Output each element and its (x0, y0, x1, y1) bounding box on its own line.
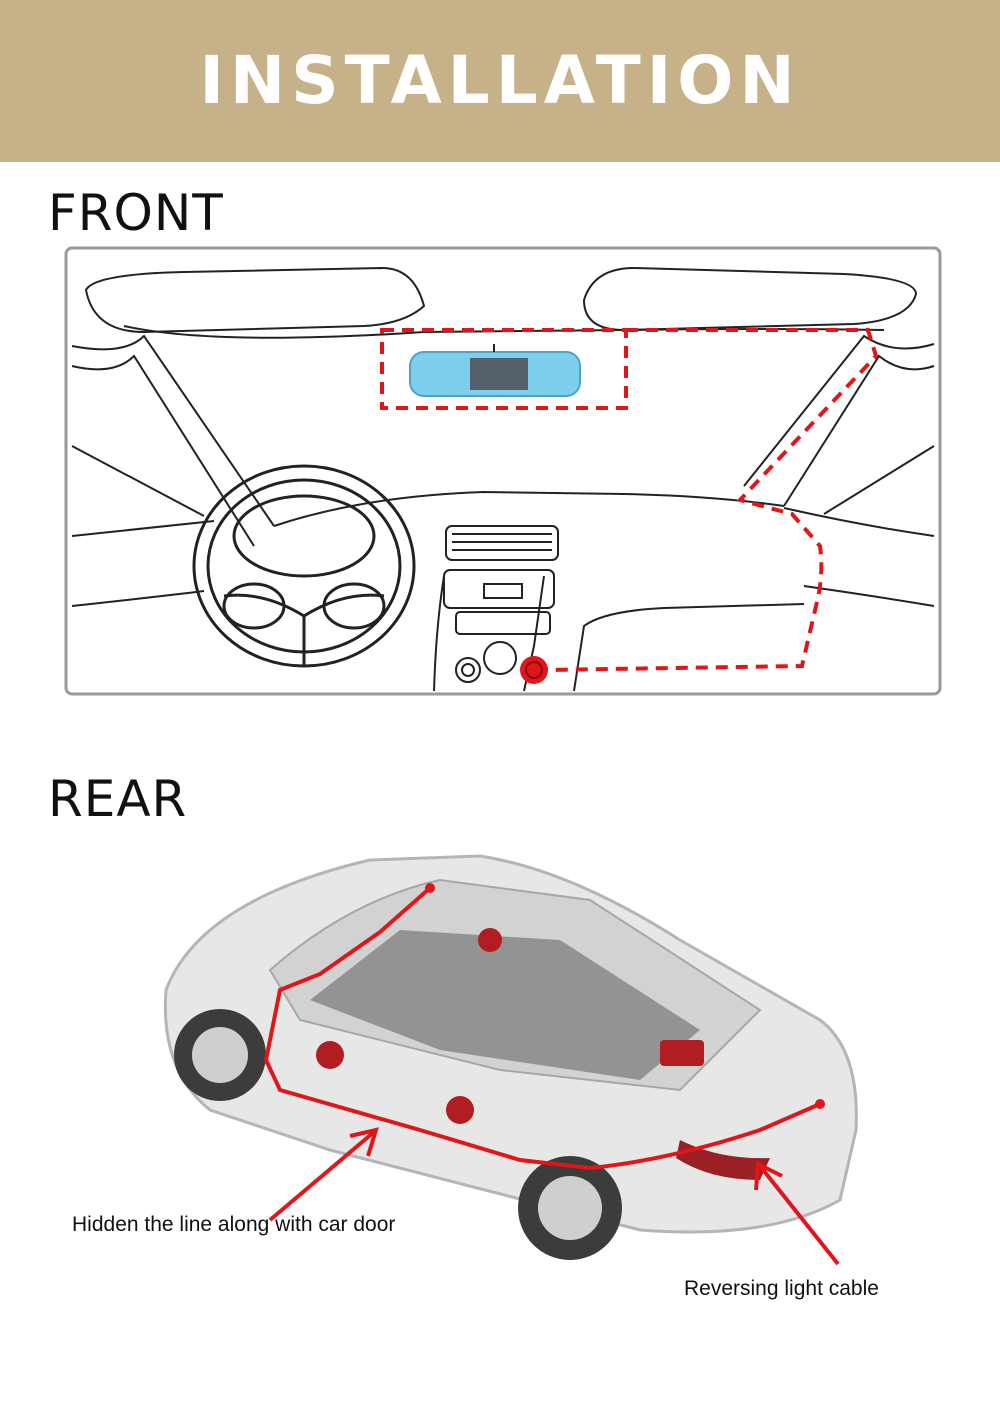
rear-section-title: REAR (48, 770, 188, 828)
front-section-title: FRONT (48, 184, 224, 242)
car-cutaway-icon (163, 854, 858, 1260)
page-title: INSTALLATION (199, 41, 801, 119)
reversing-cable-callout: Reversing light cable (684, 1277, 879, 1300)
dashcam-mirror-icon (409, 344, 581, 397)
arrow-icon (268, 1127, 379, 1222)
door-cable-callout: Hidden the line along with car door (72, 1213, 396, 1236)
arrow-icon (754, 1160, 840, 1266)
header-banner: INSTALLATION (0, 0, 1000, 162)
rear-car-cutaway-diagram (163, 854, 858, 1266)
front-windshield-diagram (64, 246, 942, 696)
steering-wheel-icon (192, 464, 416, 668)
power-socket-icon (520, 656, 548, 684)
